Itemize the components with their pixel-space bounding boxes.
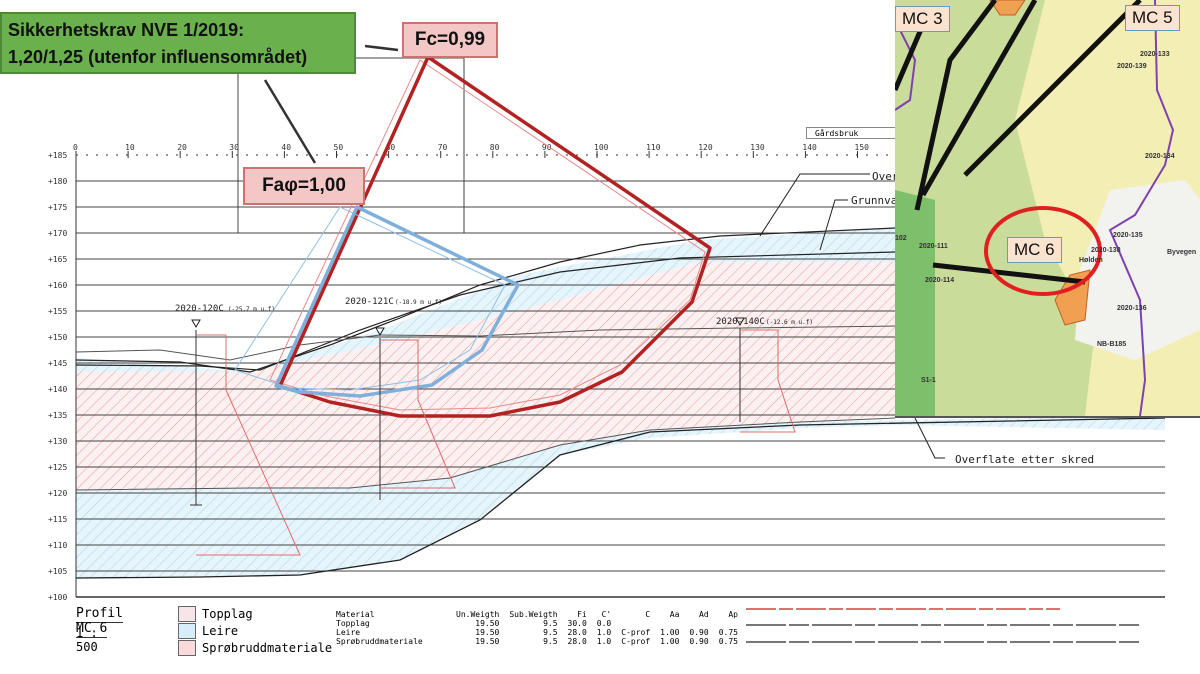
svg-text:2020-138: 2020-138 [1091,247,1121,254]
y-tick-label: +100 [48,593,67,602]
svg-text:2020-134: 2020-134 [1145,153,1175,160]
legend-item-sprobrudd: Sprøbruddmateriale [178,640,332,656]
requirement-line-1: Sikkerhetskrav NVE 1/2019: [8,20,245,40]
x-tick-label: 80 [490,143,500,152]
map-label-mc5: MC 5 [1125,5,1180,31]
y-tick-label: +145 [48,359,67,368]
svg-text:2020-111: 2020-111 [919,243,948,250]
y-tick-label: +120 [48,489,67,498]
clay-layer-upper [76,228,895,372]
y-tick-label: +125 [48,463,67,472]
borehole-2020-120C: 2020-120C (-25.7 m u.f) [175,304,301,556]
groundwater-label: Grunnva [851,194,897,207]
svg-text:Hølden: Hølden [1079,257,1103,264]
legend-item-topplag: Topplag [178,606,253,622]
slip-surface-blue-thin [234,206,506,391]
borehole-2020-121C: 2020-121C (-18.9 m u.f) [345,297,456,500]
requirement-line-2: 1,20/1,25 (utenfor influensområdet) [8,47,308,67]
arrow-fa [263,79,317,164]
slip-surface-red-thin [269,59,706,411]
y-tick-label: +130 [48,437,67,446]
borehole-2020-140C: 2020-140C (-12.6 m u.f) [716,317,813,433]
y-tick-label: +160 [48,281,67,290]
svg-text:Byvegen: Byvegen [1167,249,1196,256]
safety-requirement-callout: Sikkerhetskrav NVE 1/2019: 1,20/1,25 (ut… [0,12,356,74]
arrow-fc [364,44,399,52]
borehole-id: 2020-120C [175,304,224,314]
slip-surface-blue [274,205,520,398]
y-tick-label: +135 [48,411,67,420]
borehole-id: 2020-121C [345,297,394,307]
borehole-depth: (-12.6 m u.f) [766,319,813,326]
legend-item-leire: Leire [178,623,238,639]
elevation-gridlines [76,180,1165,598]
x-tick-label: 120 [698,143,713,152]
y-tick-label: +180 [48,177,67,186]
y-tick-label: +105 [48,567,67,576]
groundwater-line [75,251,896,371]
fa-phi-factor-callout: Faφ=1,00 [243,167,365,205]
x-tick-label: 110 [646,143,661,152]
file-stamp [746,608,1140,643]
borehole-depth: (-18.9 m u.f) [395,299,442,306]
map-label-mc6: MC 6 [1007,237,1062,263]
x-tick-label: 20 [177,143,187,152]
surface-after-label: Overflate etter skred [955,453,1094,466]
profile-lines [895,0,1142,285]
y-tick-label: +185 [48,151,67,160]
y-tick-label: +110 [48,541,67,550]
map-inset: 2020-133 2020-139 2020-134 2020-135 2020… [895,0,1200,418]
profile-scale: 1 : 500 [76,626,98,654]
svg-text:2020-133: 2020-133 [1140,51,1170,58]
gardsbruk-label: Gårdsbruk [806,127,896,139]
surface-after-slide [75,417,1166,579]
x-tick-label: 90 [542,143,552,152]
svg-text:102: 102 [895,235,907,242]
x-tick-label: 30 [229,143,239,152]
x-tick-label: 150 [855,143,870,152]
y-tick-label: +165 [48,255,67,264]
svg-text:NB-B185: NB-B185 [1097,341,1126,348]
mc6-highlight-ring [984,206,1102,296]
svg-text:2020-139: 2020-139 [1117,63,1147,70]
leader-surface-before [759,173,870,237]
svg-text:2020-136: 2020-136 [1117,305,1147,312]
forest-area [895,0,1095,416]
x-tick-label: 0 [73,143,78,152]
borehole-id: 2020-140C [716,317,765,327]
brittle-material-layer [76,262,895,490]
profile-title: Profil MC 6 [76,606,123,638]
fc-factor-callout: Fc=0,99 [402,22,498,58]
x-tick-label: 10 [125,143,135,152]
y-tick-label: +150 [48,333,67,342]
y-tick-label: +115 [48,515,67,524]
map-label-mc3: MC 3 [895,6,950,32]
municipal-border [1108,0,1175,416]
svg-text:S1-1: S1-1 [921,377,936,384]
y-tick-label: +140 [48,385,67,394]
x-tick-label: 40 [281,143,291,152]
leader-groundwater [819,199,848,251]
y-tick-label: +155 [48,307,67,316]
x-tick-label: 50 [334,143,344,152]
x-tick-label: 70 [438,143,448,152]
svg-text:2020-114: 2020-114 [925,277,954,284]
y-tick-label: +170 [48,229,67,238]
y-tick-label: +175 [48,203,67,212]
x-tick-label: 130 [750,143,765,152]
svg-text:2020-135: 2020-135 [1113,232,1143,239]
map-graphic: 2020-133 2020-139 2020-134 2020-135 2020… [895,0,1200,416]
x-tick-label: 100 [594,143,609,152]
x-tick-label: 60 [386,143,396,152]
x-tick-label: 140 [802,143,817,152]
clay-layer-lower [76,415,1165,578]
borehole-depth: (-25.7 m u.f) [228,306,275,313]
leader-surface-after [914,417,945,459]
residential-area [1075,180,1200,360]
